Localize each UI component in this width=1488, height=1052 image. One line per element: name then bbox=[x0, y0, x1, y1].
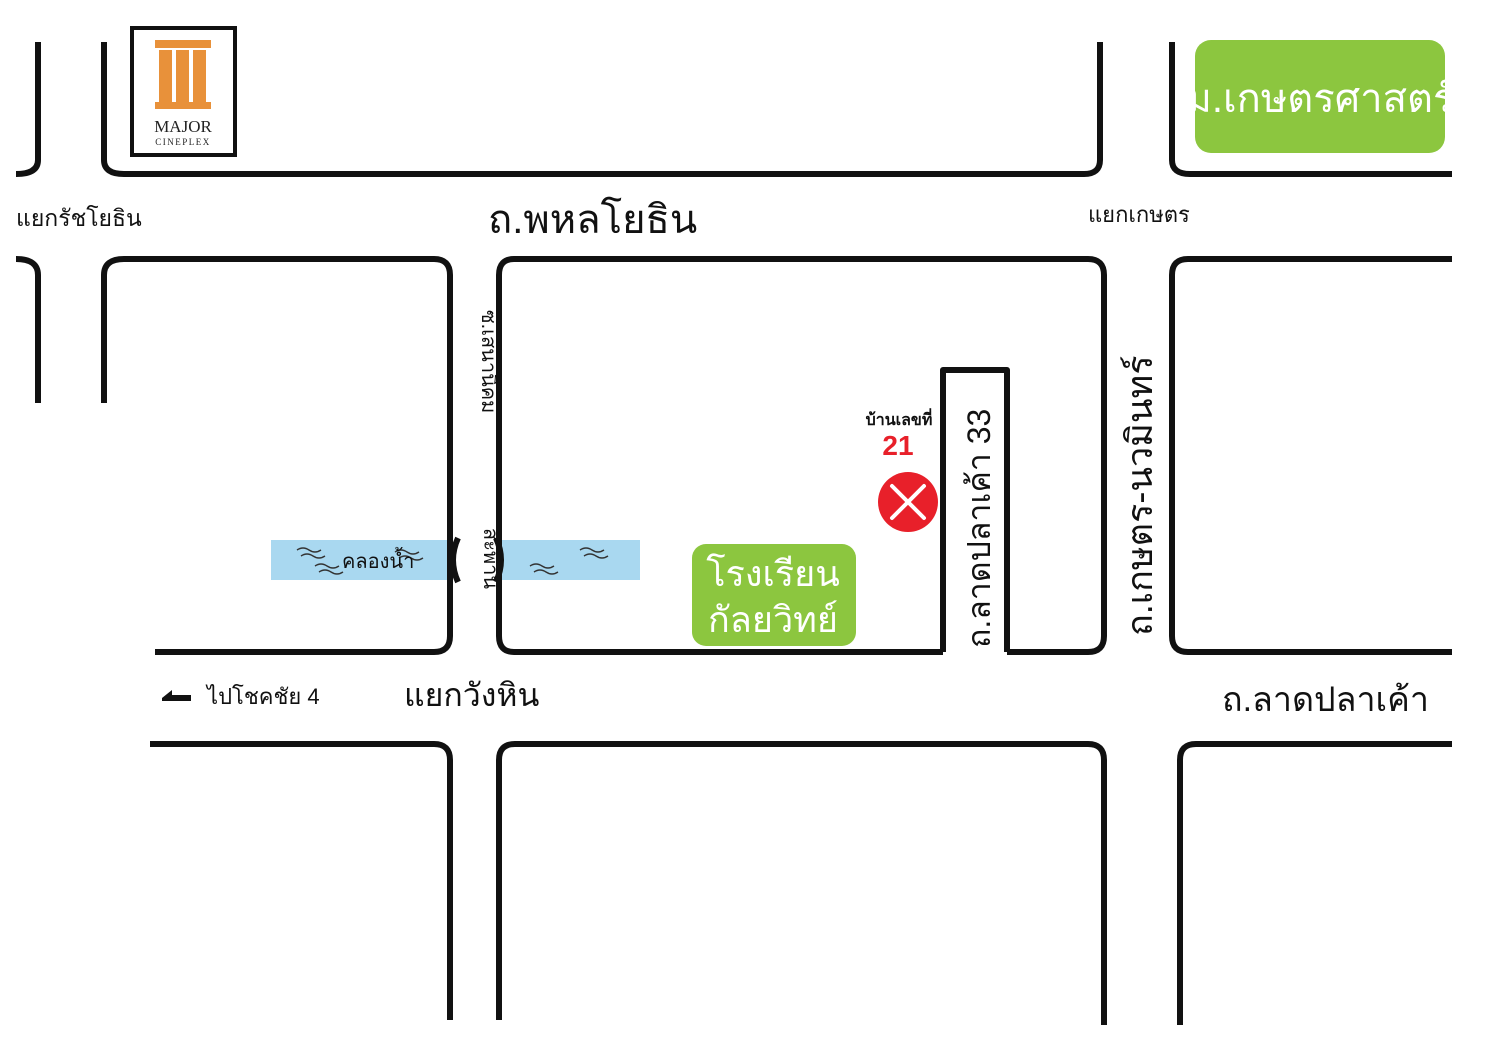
bridge-left-arc bbox=[450, 536, 461, 584]
kasetsart-university-badge: ม.เกษตรศาสตร์ bbox=[1186, 40, 1455, 153]
road-edge bbox=[101, 42, 1103, 177]
soi-senanikhom-label: ซ.เสนานิคม bbox=[477, 310, 499, 413]
road-edge bbox=[496, 256, 1107, 655]
major-logo-line2: CINEPLEX bbox=[155, 137, 211, 147]
canal-label: คลองน้ำ bbox=[342, 547, 414, 573]
major-pillar-logo-icon bbox=[155, 40, 211, 109]
x-circle-marker-icon bbox=[878, 472, 938, 532]
canal-east-segment bbox=[500, 540, 640, 580]
kasetsart-university-label: ม.เกษตรศาสตร์ bbox=[1186, 76, 1455, 121]
major-logo-line1: MAJOR bbox=[154, 117, 212, 136]
school-label-line2: กัลยวิทย์ bbox=[708, 599, 838, 640]
kanlayawit-school-badge: โรงเรียน กัลยวิทย์ bbox=[692, 544, 856, 646]
kaset-intersection-label: แยกเกษตร bbox=[1088, 202, 1190, 227]
road-edge bbox=[15, 42, 41, 177]
ratchayothin-intersection-label: แยกรัชโยธิน bbox=[16, 205, 142, 231]
kaset-nawamin-road-label: ถ.เกษตร-นวมินทร์ bbox=[1119, 355, 1160, 636]
wang-hin-intersection-label: แยกวังหิน bbox=[404, 677, 539, 713]
road-edge bbox=[496, 741, 1107, 1025]
road-edge bbox=[150, 741, 453, 1020]
bridge-label: สะพาน bbox=[479, 528, 501, 589]
destination-marker: บ้านเลขที่ 21 bbox=[866, 408, 938, 532]
road-network bbox=[15, 42, 1452, 1025]
road-edge bbox=[15, 256, 41, 403]
canal bbox=[271, 536, 640, 584]
wave-icon bbox=[296, 547, 609, 575]
road-edge bbox=[1177, 741, 1452, 1025]
phahonyothin-road-label: ถ.พหลโยธิน bbox=[488, 197, 697, 242]
road-edge bbox=[101, 256, 453, 655]
road-edge bbox=[940, 367, 1010, 652]
house-number: 21 bbox=[882, 430, 913, 461]
direction-chokchai-label: ไปโชคชัย 4 bbox=[205, 684, 320, 709]
road-edge bbox=[1169, 256, 1452, 655]
arrow-left-icon bbox=[162, 690, 191, 701]
lat-pla-khao-road-label: ถ.ลาดปลาเค้า bbox=[1222, 681, 1429, 719]
school-label-line1: โรงเรียน bbox=[706, 553, 840, 594]
direction-chokchai: ไปโชคชัย 4 bbox=[162, 684, 320, 709]
lat-pla-khao-33-label: ถ.ลาดปลาเค้า 33 bbox=[961, 409, 997, 648]
road-edge bbox=[1169, 42, 1452, 177]
destination-label: บ้านเลขที่ bbox=[866, 408, 933, 429]
major-cineplex-logo: MAJOR CINEPLEX bbox=[130, 26, 237, 157]
